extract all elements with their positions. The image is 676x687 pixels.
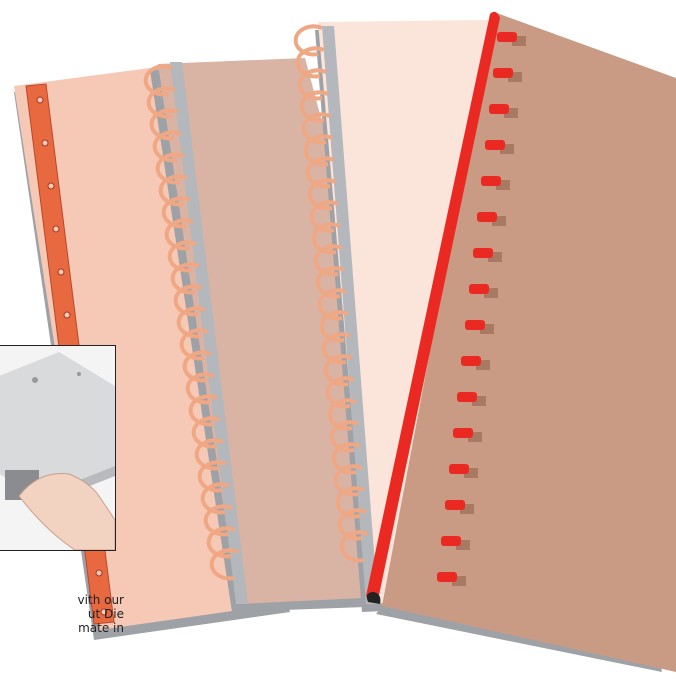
caption-line-2: ut Die — [34, 607, 124, 621]
caption-text: vith our ut Die mate in — [34, 593, 124, 635]
caption-line-1: vith our — [34, 593, 124, 607]
hand-on-machine-icon — [0, 346, 115, 550]
caption-line-3: mate in — [34, 621, 124, 635]
machine-photo-inset — [0, 345, 116, 551]
